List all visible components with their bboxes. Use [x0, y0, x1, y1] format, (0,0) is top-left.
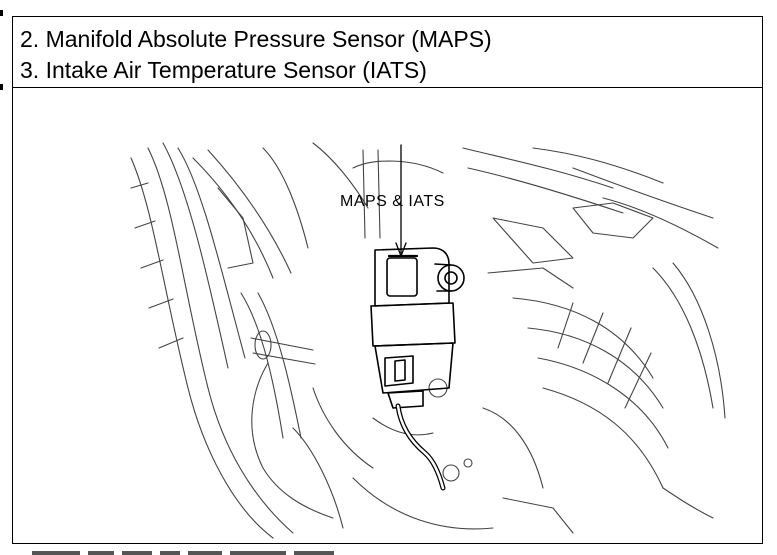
- illustration-drawing: [130, 142, 726, 539]
- caption-header: 2. Manifold Absolute Pressure Sensor (MA…: [13, 17, 762, 88]
- caption-line-maps: 2. Manifold Absolute Pressure Sensor (MA…: [20, 26, 492, 52]
- margin-tick-mid: [0, 84, 3, 90]
- margin-tick-top: [0, 10, 3, 16]
- diagram-frame: 2. Manifold Absolute Pressure Sensor (MA…: [12, 16, 763, 544]
- callout-label: MAPS & IATS: [340, 193, 445, 210]
- maps-iats-sensor: [370, 247, 465, 409]
- center-body-lines: [262, 142, 494, 530]
- caption-line-iats: 3. Intake Air Temperature Sensor (IATS): [20, 57, 427, 83]
- sensor-wire-harness: [395, 403, 446, 491]
- cropped-text-fragments: [32, 551, 334, 555]
- sensor-illustration: MAPS & IATS: [13, 88, 762, 543]
- left-duct-lines: [130, 142, 344, 539]
- right-manifold-lines: [462, 147, 726, 534]
- cropped-next-caption: [30, 545, 410, 555]
